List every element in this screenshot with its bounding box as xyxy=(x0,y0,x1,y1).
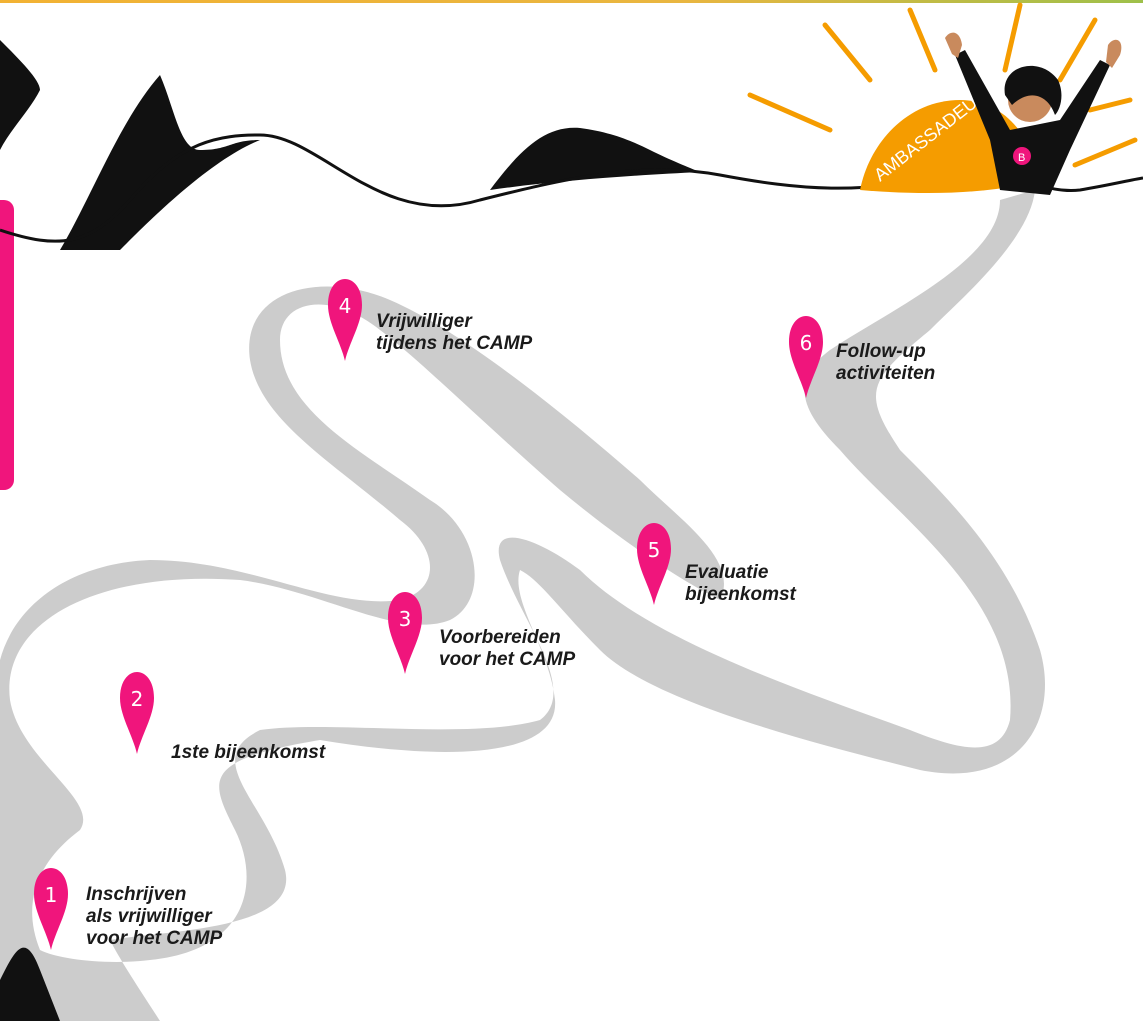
badge-letter: B xyxy=(1018,152,1025,164)
step-4-number: 4 xyxy=(339,294,352,318)
mountain-middle xyxy=(490,128,700,190)
step-4-pin: 4 xyxy=(328,279,362,361)
step-1-pin: 1 xyxy=(34,868,68,950)
step-2-label: 1ste bijeenkomst xyxy=(171,742,325,764)
mountain-big xyxy=(60,75,260,250)
step-1-number: 1 xyxy=(45,883,58,907)
pink-side-bar xyxy=(0,200,14,490)
step-3-number: 3 xyxy=(399,607,412,631)
step-6-number: 6 xyxy=(800,331,813,355)
step-5-number: 5 xyxy=(648,538,661,562)
mountain-left xyxy=(0,40,40,150)
step-2-pin: 2 xyxy=(120,672,154,754)
step-5-pin: 5 xyxy=(637,523,671,605)
step-2-number: 2 xyxy=(131,687,144,711)
step-3-pin: 3 xyxy=(388,592,422,674)
